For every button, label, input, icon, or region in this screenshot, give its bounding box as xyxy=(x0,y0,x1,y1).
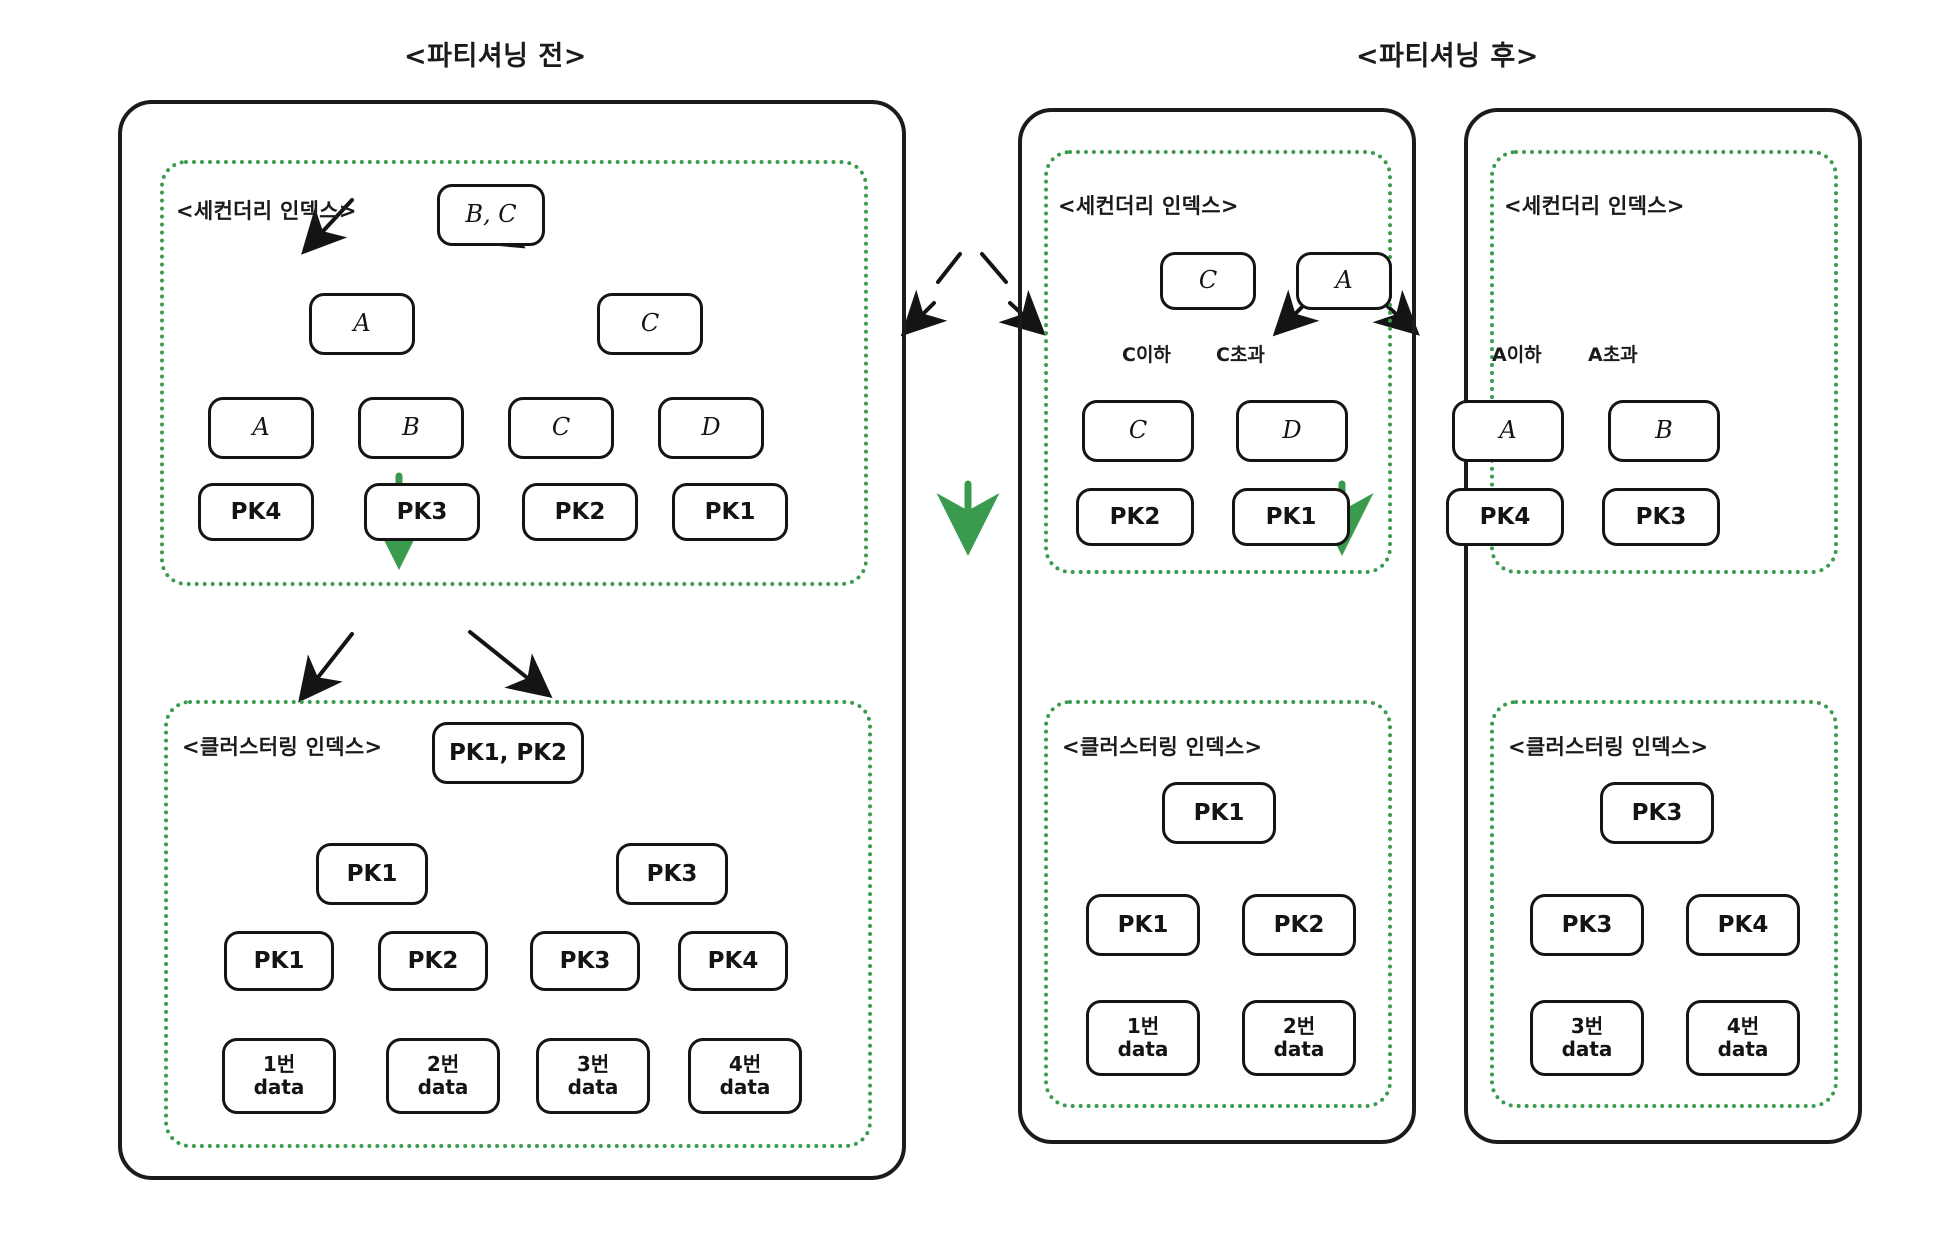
node-p2-secondary-internal-0[interactable]: A xyxy=(1452,400,1564,462)
node-p2-data-0[interactable]: 3번 data xyxy=(1530,1000,1644,1076)
node-before-clustering-leafkey-3[interactable]: PK4 xyxy=(678,931,788,991)
node-before-data-2[interactable]: 3번 data xyxy=(536,1038,650,1114)
data-line-1: 1번 xyxy=(262,1052,296,1076)
node-before-data-1[interactable]: 2번 data xyxy=(386,1038,500,1114)
edge-label-p2-right: A초과 xyxy=(1588,344,1638,366)
node-before-clustering-internal-0[interactable]: PK1 xyxy=(316,843,428,905)
node-p2-clustering-leafkey-1[interactable]: PK4 xyxy=(1686,894,1800,956)
group-p1-clustering-index xyxy=(1044,700,1392,1108)
node-before-clustering-root[interactable]: PK1, PK2 xyxy=(432,722,584,784)
label-p2-secondary-index: <세컨더리 인덱스> xyxy=(1504,194,1685,218)
page-title-before: <파티셔닝 전> xyxy=(404,41,587,72)
group-p1-secondary-index xyxy=(1044,150,1392,574)
data-line-2: data xyxy=(567,1075,619,1099)
panel-before xyxy=(118,100,906,1180)
data-line-1: 4번 xyxy=(728,1052,762,1076)
node-p2-clustering-root[interactable]: PK3 xyxy=(1600,782,1714,844)
group-before-secondary-index xyxy=(160,160,868,586)
edge-label-p2-left: A이하 xyxy=(1492,344,1542,366)
node-p1-data-0[interactable]: 1번 data xyxy=(1086,1000,1200,1076)
label-p2-clustering-index: <클러스터링 인덱스> xyxy=(1508,735,1709,759)
node-p1-secondary-pk-1[interactable]: PK1 xyxy=(1232,488,1350,546)
node-before-secondary-leafkey-1[interactable]: B xyxy=(358,397,464,459)
label-p1-secondary-index: <세컨더리 인덱스> xyxy=(1058,194,1239,218)
node-before-secondary-leafkey-3[interactable]: D xyxy=(658,397,764,459)
data-line-2: data xyxy=(719,1075,771,1099)
data-line-1: 2번 xyxy=(1282,1014,1316,1038)
node-before-clustering-leafkey-2[interactable]: PK3 xyxy=(530,931,640,991)
node-before-data-3[interactable]: 4번 data xyxy=(688,1038,802,1114)
data-line-1: 3번 xyxy=(1570,1014,1604,1038)
node-p1-clustering-root[interactable]: PK1 xyxy=(1162,782,1276,844)
node-p2-data-1[interactable]: 4번 data xyxy=(1686,1000,1800,1076)
data-line-2: data xyxy=(1717,1037,1769,1061)
node-before-secondary-leafkey-0[interactable]: A xyxy=(208,397,314,459)
label-before-clustering-index: <클러스터링 인덱스> xyxy=(182,735,383,759)
edge-label-p1-right: C초과 xyxy=(1216,344,1265,366)
node-before-secondary-internal-1[interactable]: C xyxy=(597,293,703,355)
edge-label-p1-left: C이하 xyxy=(1122,344,1171,366)
node-p2-secondary-pk-0[interactable]: PK4 xyxy=(1446,488,1564,546)
node-before-data-0[interactable]: 1번 data xyxy=(222,1038,336,1114)
edge-group-mid-secondary xyxy=(900,252,1046,337)
panel-after-partition-1 xyxy=(1018,108,1416,1144)
node-p1-clustering-leafkey-1[interactable]: PK2 xyxy=(1242,894,1356,956)
node-p1-secondary-root[interactable]: C xyxy=(1160,252,1256,310)
label-p1-clustering-index: <클러스터링 인덱스> xyxy=(1062,735,1263,759)
node-before-secondary-pk-3[interactable]: PK1 xyxy=(672,483,788,541)
data-line-2: data xyxy=(253,1075,305,1099)
page-title-after: <파티셔닝 후> xyxy=(1356,41,1539,72)
node-p1-secondary-pk-0[interactable]: PK2 xyxy=(1076,488,1194,546)
data-line-2: data xyxy=(1273,1037,1325,1061)
node-p1-clustering-leafkey-0[interactable]: PK1 xyxy=(1086,894,1200,956)
node-p2-secondary-internal-1[interactable]: B xyxy=(1608,400,1720,462)
node-before-secondary-internal-0[interactable]: A xyxy=(309,293,415,355)
data-line-1: 3번 xyxy=(576,1052,610,1076)
node-before-secondary-pk-0[interactable]: PK4 xyxy=(198,483,314,541)
group-p2-clustering-index xyxy=(1490,700,1838,1108)
group-p2-secondary-index xyxy=(1490,150,1838,574)
node-before-clustering-leafkey-0[interactable]: PK1 xyxy=(224,931,334,991)
panel-after-partition-2 xyxy=(1464,108,1862,1144)
node-p2-clustering-leafkey-0[interactable]: PK3 xyxy=(1530,894,1644,956)
data-line-2: data xyxy=(1561,1037,1613,1061)
node-p1-secondary-internal-0[interactable]: C xyxy=(1082,400,1194,462)
data-line-1: 1번 xyxy=(1126,1014,1160,1038)
data-line-2: data xyxy=(1117,1037,1169,1061)
data-line-1: 4번 xyxy=(1726,1014,1760,1038)
node-before-clustering-leafkey-1[interactable]: PK2 xyxy=(378,931,488,991)
node-before-secondary-root[interactable]: B, C xyxy=(437,184,545,246)
node-p2-secondary-root[interactable]: A xyxy=(1296,252,1392,310)
node-before-clustering-internal-1[interactable]: PK3 xyxy=(616,843,728,905)
node-before-secondary-leafkey-2[interactable]: C xyxy=(508,397,614,459)
node-p2-secondary-pk-1[interactable]: PK3 xyxy=(1602,488,1720,546)
group-before-clustering-index xyxy=(164,700,872,1148)
node-p1-data-1[interactable]: 2번 data xyxy=(1242,1000,1356,1076)
data-line-1: 2번 xyxy=(426,1052,460,1076)
data-line-2: data xyxy=(417,1075,469,1099)
node-before-secondary-pk-1[interactable]: PK3 xyxy=(364,483,480,541)
node-p1-secondary-internal-1[interactable]: D xyxy=(1236,400,1348,462)
label-before-secondary-index: <세컨더리 인덱스> xyxy=(176,199,357,223)
node-before-secondary-pk-2[interactable]: PK2 xyxy=(522,483,638,541)
